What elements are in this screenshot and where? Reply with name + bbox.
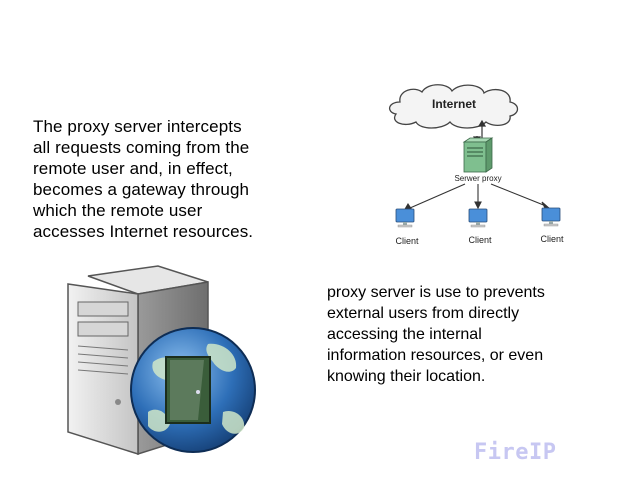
proxy-network-diagram: Internet Serwer proxy xyxy=(389,84,564,246)
paragraph-line: remote user and, in effect, xyxy=(33,159,233,178)
server-icon xyxy=(462,137,494,173)
server-globe-door-icon xyxy=(67,265,256,456)
paragraph-line: knowing their location. xyxy=(327,368,486,385)
computer-icon xyxy=(468,208,488,228)
client-connections xyxy=(402,183,552,212)
cloud-icon: Internet xyxy=(389,84,519,129)
paragraph-line: accessing the internal xyxy=(327,326,482,343)
paragraph-line: accesses Internet resources. xyxy=(33,222,254,241)
proxy-purpose-text: proxy server is use to prevents external… xyxy=(327,282,617,387)
client-label: Client xyxy=(468,235,492,245)
paragraph-line: which the remote user xyxy=(33,201,203,220)
paragraph-line: all requests coming from the xyxy=(33,138,250,157)
proxy-label: Serwer proxy xyxy=(454,174,501,183)
proxy-description-text: The proxy server intercepts all requests… xyxy=(33,116,313,242)
computer-icon xyxy=(395,208,415,228)
paragraph-line: proxy server is use to prevents xyxy=(327,284,545,301)
client-label: Client xyxy=(395,236,419,246)
paragraph-line: external users from directly xyxy=(327,305,520,322)
paragraph-line: information resources, or even xyxy=(327,347,544,364)
paragraph-line: The proxy server intercepts xyxy=(33,117,242,136)
computer-icon xyxy=(541,207,561,227)
watermark-logo: FireIP xyxy=(474,440,557,465)
cloud-label: Internet xyxy=(432,97,476,111)
client-label: Client xyxy=(540,234,564,244)
paragraph-line: becomes a gateway through xyxy=(33,180,250,199)
